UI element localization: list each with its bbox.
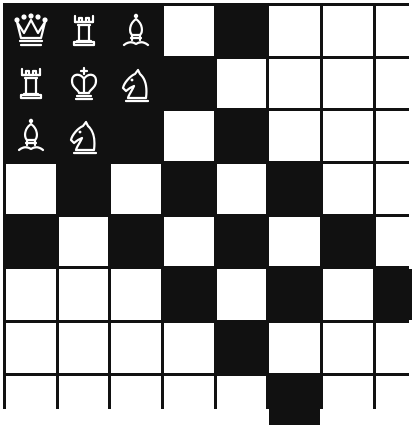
board-square-r3-c5[interactable] <box>269 164 320 214</box>
knight-icon[interactable] <box>64 116 104 156</box>
board-square-r5-c6[interactable] <box>323 269 373 320</box>
board-square-r2-c2[interactable] <box>111 111 161 161</box>
board-square-r6-c0[interactable] <box>6 323 56 373</box>
board-square-r1-c5[interactable] <box>269 59 320 108</box>
board-square-r2-c5[interactable] <box>269 111 320 161</box>
board-square-r0-c6[interactable] <box>323 6 373 56</box>
board-square-r2-c6[interactable] <box>323 111 373 161</box>
board-square-r0-c3[interactable] <box>164 6 214 56</box>
board-square-r0-c1[interactable] <box>59 6 108 56</box>
board-square-r1-c6[interactable] <box>323 59 373 108</box>
board-square-r4-c3[interactable] <box>164 217 214 266</box>
board-square-r7-c5[interactable] <box>269 376 320 425</box>
board-square-r7-c2[interactable] <box>111 376 161 425</box>
board-square-r5-c3[interactable] <box>164 269 214 320</box>
board-square-r6-c4[interactable] <box>217 323 266 373</box>
rook-icon[interactable] <box>64 11 104 51</box>
board-square-r6-c3[interactable] <box>164 323 214 373</box>
board-square-r5-c1[interactable] <box>59 269 108 320</box>
board-square-r4-c6[interactable] <box>323 217 373 266</box>
board-square-r4-c0[interactable] <box>6 217 56 266</box>
board-square-r0-c5[interactable] <box>269 6 320 56</box>
knight-icon[interactable] <box>116 64 156 104</box>
board-square-r6-c5[interactable] <box>269 323 320 373</box>
board-square-r5-c7[interactable] <box>376 269 412 320</box>
board-square-r7-c7[interactable] <box>376 376 412 425</box>
chess-board <box>3 3 409 409</box>
board-square-r2-c1[interactable] <box>59 111 108 161</box>
board-square-r6-c2[interactable] <box>111 323 161 373</box>
board-square-r6-c6[interactable] <box>323 323 373 373</box>
board-square-r5-c5[interactable] <box>269 269 320 320</box>
board-square-r2-c7[interactable] <box>376 111 412 161</box>
king-icon[interactable] <box>64 64 104 104</box>
board-square-r3-c6[interactable] <box>323 164 373 214</box>
board-square-r1-c7[interactable] <box>376 59 412 108</box>
board-square-r4-c1[interactable] <box>59 217 108 266</box>
bishop-icon[interactable] <box>116 11 156 51</box>
board-square-r5-c4[interactable] <box>217 269 266 320</box>
board-square-r7-c6[interactable] <box>323 376 373 425</box>
board-square-r1-c3[interactable] <box>164 59 214 108</box>
board-square-r2-c4[interactable] <box>217 111 266 161</box>
board-square-r2-c3[interactable] <box>164 111 214 161</box>
board-square-r2-c0[interactable] <box>6 111 56 161</box>
board-square-r0-c2[interactable] <box>111 6 161 56</box>
board-square-r4-c7[interactable] <box>376 217 412 266</box>
board-square-r3-c3[interactable] <box>164 164 214 214</box>
board-square-r7-c3[interactable] <box>164 376 214 425</box>
board-square-r6-c7[interactable] <box>376 323 412 373</box>
board-square-r0-c0[interactable] <box>6 6 56 56</box>
queen-icon[interactable] <box>11 11 51 51</box>
board-square-r4-c5[interactable] <box>269 217 320 266</box>
bishop-icon[interactable] <box>11 116 51 156</box>
board-square-r1-c4[interactable] <box>217 59 266 108</box>
rook-icon[interactable] <box>11 64 51 104</box>
board-square-r3-c7[interactable] <box>376 164 412 214</box>
board-square-r0-c4[interactable] <box>217 6 266 56</box>
board-square-r7-c0[interactable] <box>6 376 56 425</box>
board-square-r7-c4[interactable] <box>217 376 266 425</box>
board-square-r3-c0[interactable] <box>6 164 56 214</box>
board-square-r1-c1[interactable] <box>59 59 108 108</box>
board-square-r5-c0[interactable] <box>6 269 56 320</box>
board-square-r3-c1[interactable] <box>59 164 108 214</box>
board-square-r6-c1[interactable] <box>59 323 108 373</box>
board-square-r1-c2[interactable] <box>111 59 161 108</box>
board-square-r1-c0[interactable] <box>6 59 56 108</box>
board-square-r4-c2[interactable] <box>111 217 161 266</box>
board-square-r4-c4[interactable] <box>217 217 266 266</box>
board-square-r3-c4[interactable] <box>217 164 266 214</box>
board-square-r3-c2[interactable] <box>111 164 161 214</box>
board-square-r7-c1[interactable] <box>59 376 108 425</box>
board-square-r0-c7[interactable] <box>376 6 412 56</box>
board-square-r5-c2[interactable] <box>111 269 161 320</box>
